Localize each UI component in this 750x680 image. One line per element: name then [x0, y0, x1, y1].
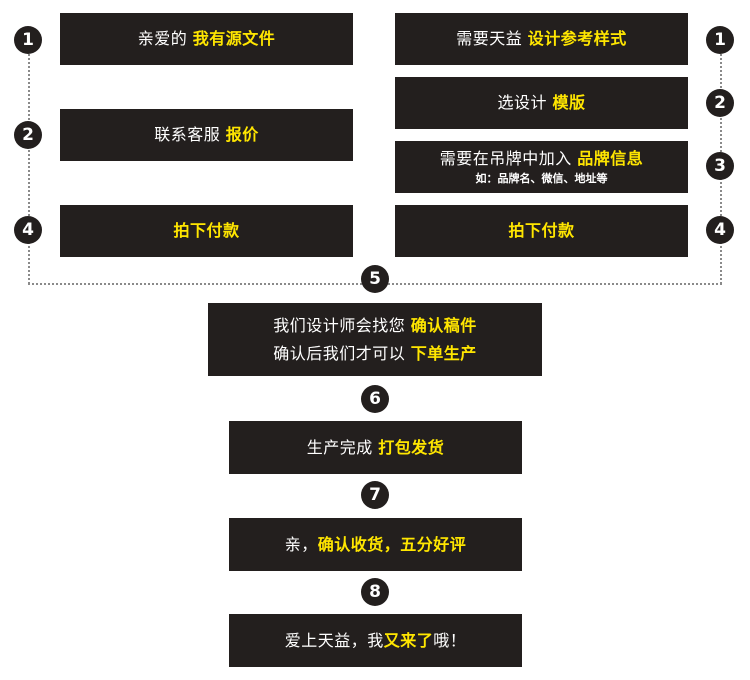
left-connector-line [28, 54, 30, 284]
left-step-4-badge: 4 [14, 216, 42, 244]
center-step-7-box: 亲，确认收货，五分好评 [229, 518, 522, 571]
left-step-2-text: 联系客服 [154, 125, 221, 144]
center-step-5-line1-text: 我们设计师会找您 [273, 315, 406, 335]
center-step-8-highlight: 又来了 [383, 630, 434, 650]
center-step-8-box: 爱上天益，我又来了哦！ [229, 614, 522, 667]
right-step-3-highlight: 品牌信息 [577, 149, 644, 168]
bottom-right-connector-line [388, 283, 722, 285]
left-step-1-text: 亲爱的 [137, 29, 188, 48]
center-step-5-line2-text: 确认后我们才可以 [273, 343, 406, 363]
center-step-5-box: 我们设计师会找您 确认稿件 确认后我们才可以 下单生产 [208, 303, 542, 376]
right-step-4-badge: 4 [706, 216, 734, 244]
center-step-8-text-after: 哦！ [433, 630, 467, 650]
right-step-2-badge: 2 [706, 89, 734, 117]
center-step-5-line1-highlight: 确认稿件 [410, 315, 477, 335]
right-step-2-box: 选设计 模版 [395, 77, 688, 129]
right-step-4-box: 拍下付款 [395, 205, 688, 257]
right-step-4-highlight: 拍下付款 [508, 221, 575, 240]
center-step-6-box: 生产完成 打包发货 [229, 421, 522, 474]
bottom-left-connector-line [28, 283, 362, 285]
center-step-6-badge: 6 [361, 385, 389, 413]
right-step-3-text: 需要在吊牌中加入 [439, 149, 572, 168]
left-step-2-highlight: 报价 [225, 125, 259, 144]
right-step-3-badge: 3 [706, 152, 734, 180]
left-step-1-badge: 1 [14, 26, 42, 54]
center-step-8-badge: 8 [361, 578, 389, 606]
center-step-7-text: 亲， [284, 534, 318, 554]
right-step-2-text: 选设计 [497, 93, 547, 112]
left-step-4-box: 拍下付款 [60, 205, 353, 257]
center-step-6-text: 生产完成 [306, 437, 373, 457]
center-step-7-badge: 7 [361, 481, 389, 509]
left-step-2-box: 联系客服 报价 [60, 109, 353, 161]
right-step-1-badge: 1 [706, 26, 734, 54]
center-step-5-line2-highlight: 下单生产 [410, 343, 477, 363]
left-step-1-box: 亲爱的 我有源文件 [60, 13, 353, 65]
left-step-1-highlight: 我有源文件 [192, 29, 276, 48]
right-step-3-note: 如：品牌名、微信、地址等 [475, 172, 608, 185]
right-step-1-highlight: 设计参考样式 [527, 29, 627, 48]
center-step-8-text-before: 爱上天益，我 [284, 630, 384, 650]
left-step-4-highlight: 拍下付款 [173, 221, 240, 240]
left-step-2-badge: 2 [14, 121, 42, 149]
right-step-1-text: 需要天益 [456, 29, 523, 48]
right-step-3-box: 需要在吊牌中加入 品牌信息 如：品牌名、微信、地址等 [395, 141, 688, 193]
right-step-2-highlight: 模版 [552, 93, 586, 112]
center-step-7-highlight: 确认收货，五分好评 [317, 534, 467, 554]
center-step-6-highlight: 打包发货 [378, 437, 445, 457]
center-step-5-badge: 5 [361, 265, 389, 293]
right-step-1-box: 需要天益 设计参考样式 [395, 13, 688, 65]
